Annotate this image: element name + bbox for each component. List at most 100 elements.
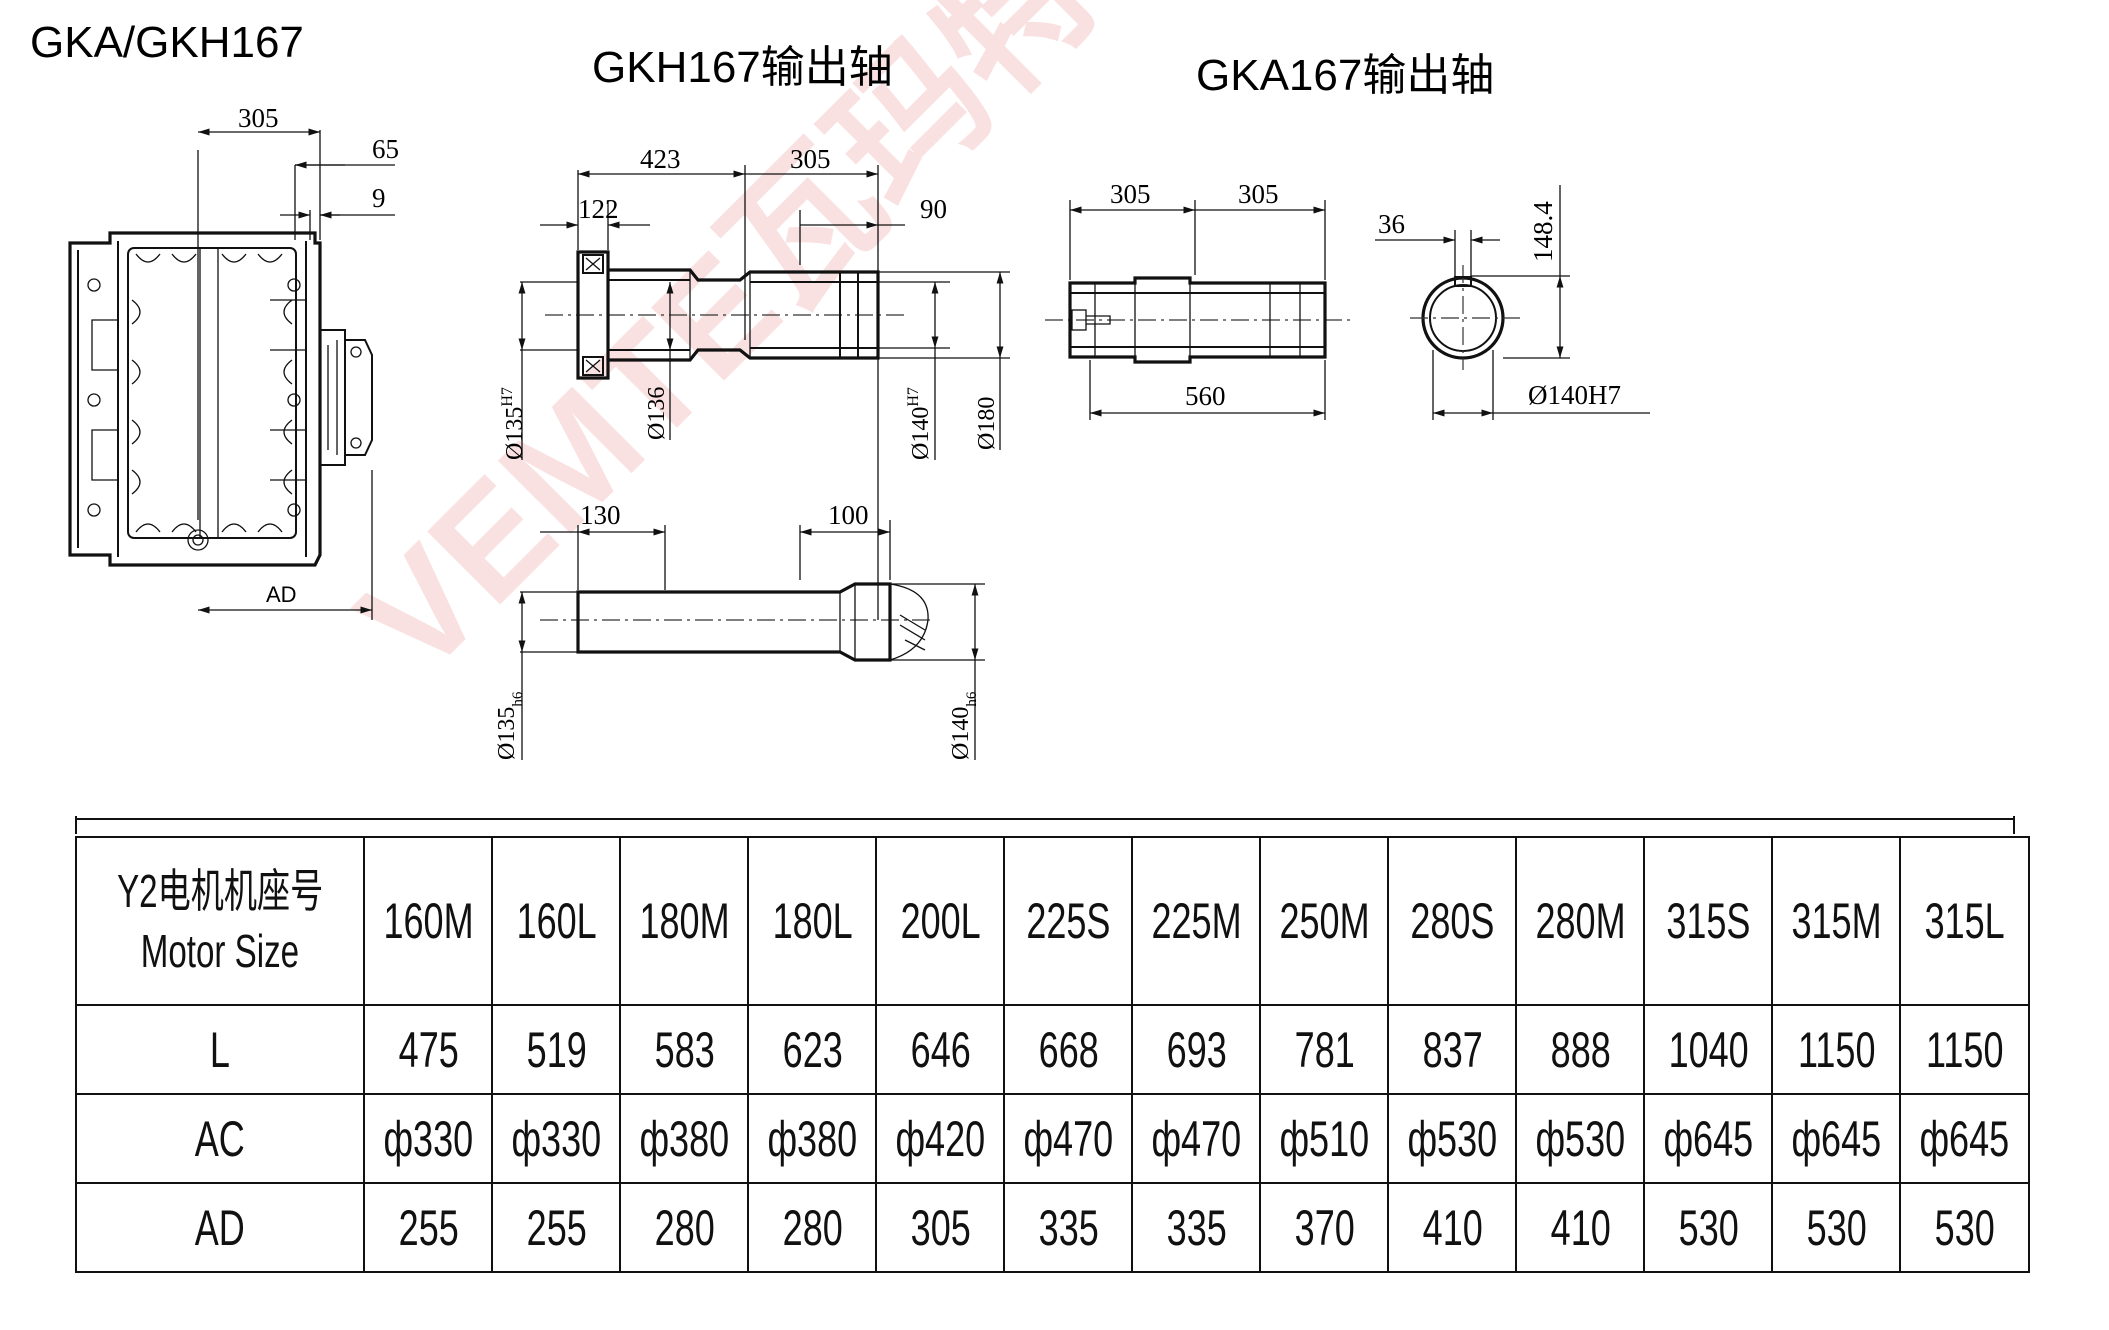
gka-cross-section	[1410, 265, 1520, 370]
cell-value: 837	[1422, 1021, 1483, 1078]
table-cell: ф645	[1771, 1093, 1902, 1184]
table-cell: ф330	[491, 1093, 622, 1184]
dim-305-gkh: 305	[790, 144, 831, 174]
motor-size-value: 180L	[772, 893, 853, 949]
table-top-rule	[75, 816, 2015, 834]
row-label: AD	[195, 1199, 246, 1256]
motor-size-cell: 200L	[875, 836, 1006, 1006]
cell-value: 530	[1934, 1199, 1995, 1256]
table-cell: 475	[363, 1004, 494, 1095]
cell-value: 1150	[1797, 1021, 1875, 1078]
motor-size-value: 315M	[1791, 893, 1882, 949]
motor-size-value: 225M	[1151, 893, 1242, 949]
table-cell: 530	[1643, 1182, 1774, 1273]
dim-36: 36	[1378, 209, 1405, 239]
cell-value: 410	[1422, 1199, 1483, 1256]
cell-value: ф510	[1279, 1110, 1370, 1167]
table-cell: 255	[363, 1182, 494, 1273]
gka-cross-section-dimensions: 36 148.4 Ø140H7	[1375, 185, 1650, 420]
dim-phi135h7: Ø135H7	[499, 387, 528, 460]
cell-value: ф645	[1919, 1110, 2010, 1167]
dim-phi136: Ø136	[644, 387, 670, 440]
table-cell: ф530	[1515, 1093, 1646, 1184]
dim-423: 423	[640, 144, 681, 174]
table-cell: ф510	[1259, 1093, 1390, 1184]
row-label: L	[210, 1021, 231, 1078]
dim-100: 100	[828, 500, 869, 530]
table-cell: 837	[1387, 1004, 1518, 1095]
gkh-hollow-shaft	[545, 250, 905, 380]
motor-size-cell: 315M	[1771, 836, 1902, 1006]
motor-size-cell: 280S	[1387, 836, 1518, 1006]
table-cell: 280	[619, 1182, 750, 1273]
motor-size-value: 160M	[383, 893, 474, 949]
cell-value: 335	[1166, 1199, 1227, 1256]
dim-305-gka-b: 305	[1238, 179, 1279, 209]
table-cell: 623	[747, 1004, 878, 1095]
cell-value: ф380	[639, 1110, 730, 1167]
table-cell: ф530	[1387, 1093, 1518, 1184]
dim-305: 305	[238, 103, 279, 133]
cell-value: ф530	[1407, 1110, 1498, 1167]
cell-value: ф330	[511, 1110, 602, 1167]
motor-size-cell: 225S	[1003, 836, 1134, 1006]
gearbox-dimensions: 305 65 9 AD	[197, 103, 399, 620]
gkh-shaft-title: GKH167输出轴	[592, 43, 893, 92]
cell-value: ф420	[895, 1110, 986, 1167]
motor-size-value: 250M	[1279, 893, 1370, 949]
motor-size-cell: 180L	[747, 836, 878, 1006]
gkh-solid-shaft-dimensions: 130 100 Ø135h6 Ø140h6	[494, 500, 985, 760]
dim-560: 560	[1185, 381, 1226, 411]
cell-value: 335	[1038, 1199, 1099, 1256]
table-cell: 335	[1131, 1182, 1262, 1273]
gkh-solid-shaft	[540, 582, 930, 662]
table-cell: 255	[491, 1182, 622, 1273]
table-cell: 646	[875, 1004, 1006, 1095]
dim-148-4: 148.4	[1528, 201, 1558, 262]
motor-size-cell: 280M	[1515, 836, 1646, 1006]
table-cell: 280	[747, 1182, 878, 1273]
cell-value: 475	[398, 1021, 459, 1078]
header-label-en: Motor Size	[140, 925, 300, 977]
cell-value: 1150	[1926, 1021, 2004, 1078]
table-cell: 1040	[1643, 1004, 1774, 1095]
cell-value: 519	[526, 1021, 587, 1078]
motor-size-value: 200L	[900, 893, 981, 949]
table-cell: ф330	[363, 1093, 494, 1184]
table-cell: ф470	[1003, 1093, 1134, 1184]
dim-65: 65	[372, 134, 399, 164]
motor-size-cell: 160L	[491, 836, 622, 1006]
motor-size-value: 225S	[1026, 893, 1111, 949]
motor-size-cell: 315L	[1899, 836, 2031, 1006]
cell-value: 255	[398, 1199, 459, 1256]
motor-size-value: 280M	[1535, 893, 1626, 949]
dim-phi140h7: Ø140H7	[905, 387, 934, 460]
table-cell: ф470	[1131, 1093, 1262, 1184]
motor-size-cell: 250M	[1259, 836, 1390, 1006]
table-cell: 668	[1003, 1004, 1134, 1095]
dim-122: 122	[578, 194, 619, 224]
table-cell: 693	[1131, 1004, 1262, 1095]
cell-value: 530	[1806, 1199, 1867, 1256]
dim-phi140h7-gka: Ø140H7	[1528, 380, 1621, 410]
table-cell: 530	[1771, 1182, 1902, 1273]
dim-phi180: Ø180	[974, 397, 1000, 450]
motor-size-value: 315L	[1924, 893, 2005, 949]
cell-value: ф645	[1791, 1110, 1882, 1167]
dim-130: 130	[580, 500, 621, 530]
row-label-cell: L	[74, 1004, 366, 1095]
cell-value: 255	[526, 1199, 587, 1256]
motor-size-value: 315S	[1666, 893, 1751, 949]
table-cell: ф380	[747, 1093, 878, 1184]
motor-size-cell: 225M	[1131, 836, 1262, 1006]
cell-value: ф470	[1023, 1110, 1114, 1167]
cell-value: 646	[910, 1021, 971, 1078]
motor-size-cell: 160M	[363, 836, 494, 1006]
dim-9: 9	[372, 183, 386, 213]
table-cell: ф420	[875, 1093, 1006, 1184]
cell-value: 530	[1678, 1199, 1739, 1256]
cell-value: 305	[910, 1199, 971, 1256]
